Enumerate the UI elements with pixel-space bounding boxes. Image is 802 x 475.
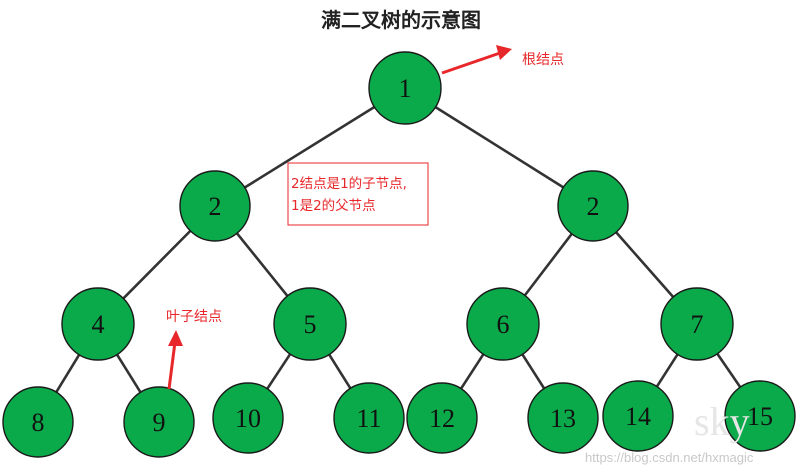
- node-label: 13: [550, 404, 576, 433]
- node-label: 14: [625, 402, 651, 431]
- node-label: 10: [235, 404, 261, 433]
- node-circle: [179, 170, 251, 242]
- tree-node-n1: 1: [368, 51, 442, 125]
- relation-line-2: 1是2的父节点: [291, 198, 376, 214]
- edge-n1-n2_left: [244, 105, 376, 189]
- node-label: 15: [747, 402, 773, 431]
- tree-node-n14: 14: [602, 380, 674, 452]
- watermark-url: https://blog.csdn.net/hxmagic: [585, 450, 754, 465]
- node-label: 2: [209, 192, 222, 221]
- tree-node-n2_right: 2: [557, 170, 629, 242]
- node-label: 7: [691, 310, 704, 339]
- edge-n2_right-n6: [523, 233, 573, 297]
- node-label: 6: [497, 310, 510, 339]
- tree-node-n15: 15: [724, 380, 796, 452]
- leaf-label: 叶子结点: [166, 309, 222, 325]
- watermark-sky: sky: [694, 399, 750, 444]
- edge-n5-n10: [266, 353, 292, 390]
- edge-n5-n11: [328, 353, 352, 390]
- relation-annotation: 2结点是1的子节点, 1是2的父节点: [287, 162, 429, 226]
- node-circle: [527, 382, 599, 454]
- node-label: 5: [304, 310, 317, 339]
- tree-edges: [55, 105, 742, 393]
- leaf-arrow-head-icon: [168, 330, 183, 346]
- edge-n7-n14: [655, 353, 679, 388]
- node-circle: [602, 380, 674, 452]
- tree-node-n11: 11: [333, 382, 405, 454]
- node-circle: [724, 380, 796, 452]
- edge-n1-n2_right: [434, 106, 565, 189]
- edge-n7-n15: [716, 352, 742, 388]
- root-arrow: [441, 51, 501, 75]
- tree-node-n6: 6: [466, 287, 540, 361]
- node-circle: [466, 287, 540, 361]
- tree-node-n13: 13: [527, 382, 599, 454]
- root-arrow-head-icon: [496, 45, 512, 60]
- tree-node-n2_left: 2: [179, 170, 251, 242]
- node-circle: [212, 382, 284, 454]
- node-circle: [2, 386, 74, 458]
- node-circle: [660, 287, 734, 361]
- edge-n2_right-n7: [615, 231, 675, 298]
- tree-node-n7: 7: [660, 287, 734, 361]
- leaf-arrow: [167, 341, 177, 390]
- edge-n6-n13: [521, 353, 546, 390]
- edge-n6-n12: [459, 353, 485, 390]
- tree-node-n10: 10: [212, 382, 284, 454]
- tree-node-n9: 9: [123, 386, 195, 458]
- node-label: 9: [153, 408, 166, 437]
- node-circle: [61, 287, 135, 361]
- relation-box: [287, 162, 429, 226]
- node-circle: [406, 382, 478, 454]
- node-label: 12: [429, 404, 455, 433]
- root-annotation: 根结点: [441, 45, 564, 75]
- node-label: 4: [92, 310, 105, 339]
- tree-node-n4: 4: [61, 287, 135, 361]
- edge-n4-n8: [55, 354, 81, 393]
- node-circle: [123, 386, 195, 458]
- node-circle: [368, 51, 442, 125]
- tree-node-n8: 8: [2, 386, 74, 458]
- edge-n4-n9: [115, 353, 142, 393]
- node-circle: [557, 170, 629, 242]
- tree-node-n5: 5: [273, 287, 347, 361]
- node-circle: [273, 287, 347, 361]
- edge-n2_left-n4: [122, 229, 192, 300]
- diagram-title: 满二叉树的示意图: [321, 8, 481, 32]
- node-label: 8: [32, 408, 45, 437]
- edge-n2_left-n5: [235, 232, 289, 297]
- node-label: 11: [356, 404, 381, 433]
- node-circle: [333, 382, 405, 454]
- node-label: 1: [399, 74, 412, 103]
- leaf-annotation: 叶子结点: [166, 309, 222, 390]
- root-label: 根结点: [522, 52, 564, 68]
- tree-node-n12: 12: [406, 382, 478, 454]
- node-label: 2: [587, 192, 600, 221]
- relation-line-1: 2结点是1的子节点,: [291, 176, 407, 192]
